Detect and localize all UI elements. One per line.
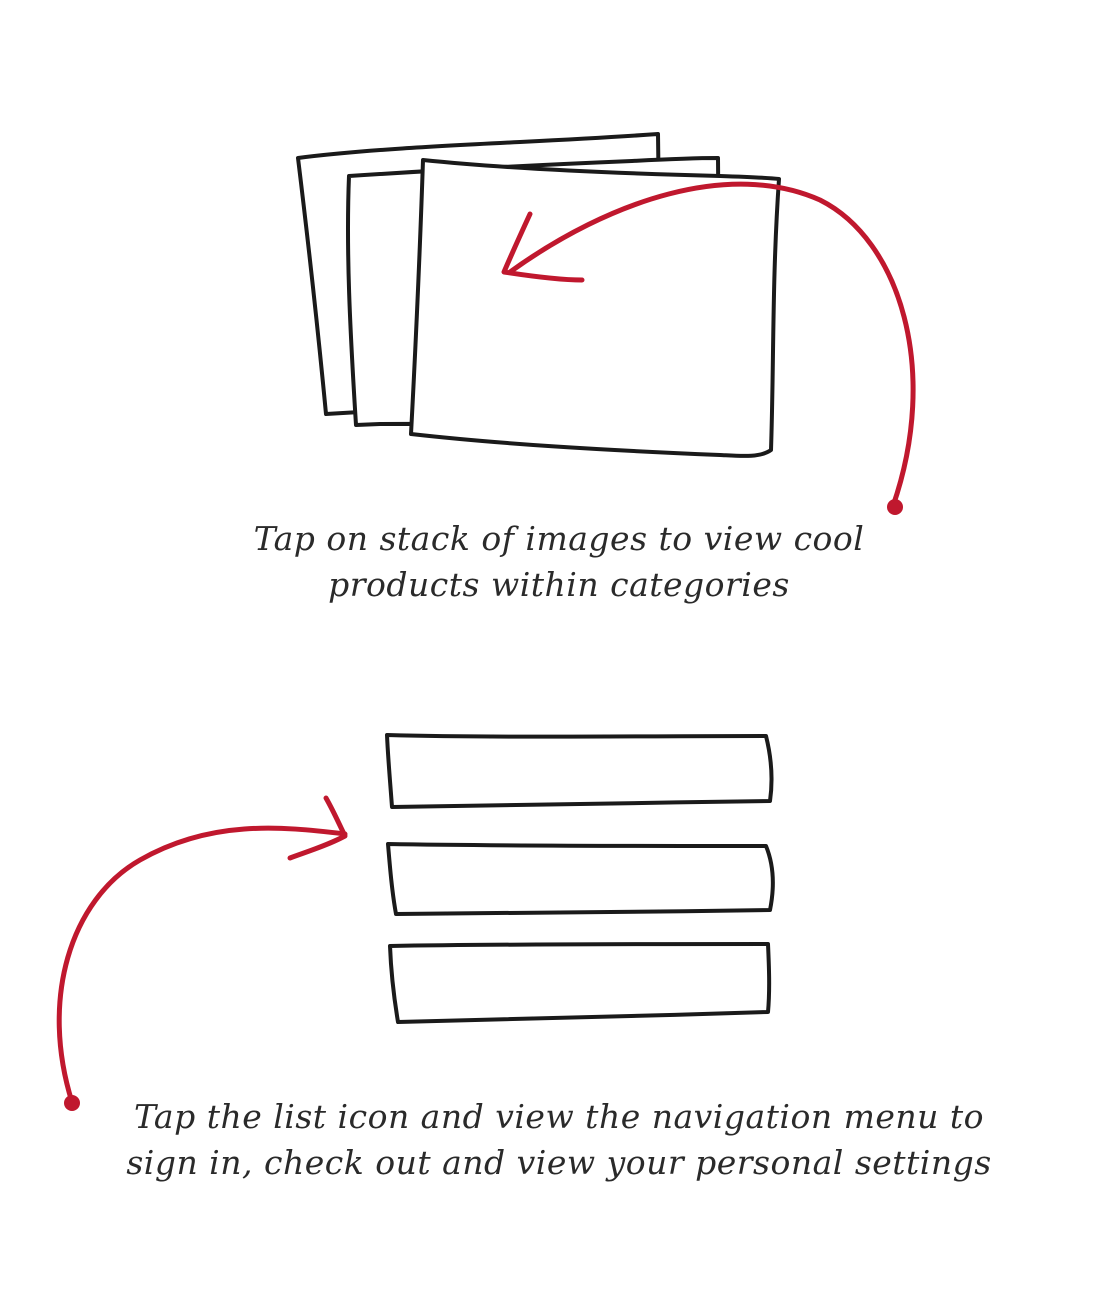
menu-caption: Tap the list icon and view the navigatio…: [0, 1094, 1118, 1186]
images-caption: Tap on stack of images to view cool prod…: [0, 516, 1118, 608]
arrow-to-images: [501, 181, 916, 509]
list-bar-middle: [386, 842, 775, 916]
images-caption-line-2: products within categories: [328, 565, 790, 604]
image-card-front: [409, 158, 781, 458]
list-bar-top: [385, 733, 774, 809]
arrow-to-menu-dot: [64, 1095, 80, 1111]
menu-caption-line-1: Tap the list icon and view the navigatio…: [133, 1097, 985, 1136]
list-bar-bottom: [388, 942, 772, 1024]
images-caption-line-1: Tap on stack of images to view cool: [253, 519, 865, 558]
arrow-to-images-head: [501, 211, 585, 283]
image-stack-icon[interactable]: [296, 132, 781, 458]
arrow-to-menu-curve: [56, 825, 348, 1105]
arrow-to-images-curve: [507, 181, 916, 509]
arrow-to-menu-head: [287, 795, 348, 861]
list-menu-icon[interactable]: [385, 733, 775, 1024]
menu-caption-line-2: sign in, check out and view your persona…: [126, 1143, 992, 1182]
arrow-to-menu: [56, 795, 348, 1105]
arrow-to-images-dot: [887, 499, 903, 515]
